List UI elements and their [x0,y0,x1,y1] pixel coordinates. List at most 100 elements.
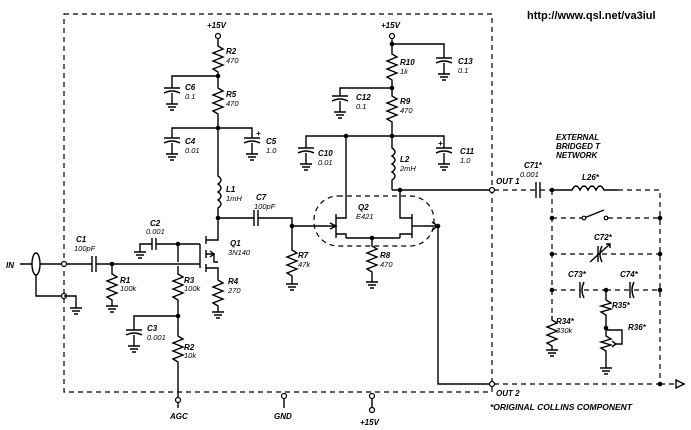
q2-package-outline [313,195,435,247]
q1-value: 3N140 [228,248,251,257]
gnd-terminal [280,392,288,400]
wire [258,217,324,227]
resistor-R1 [105,264,119,306]
ground-symbol [546,349,558,357]
footnote: *ORIGINAL COLLINS COMPONENT [490,402,633,412]
c11-value: 1.0 [460,156,471,165]
c6-value: 0.1 [185,92,195,101]
agc-label: AGC [169,412,188,421]
out2-terminal [488,380,496,388]
c5-plus: + [256,129,261,138]
r7-ref: R7 [298,251,309,260]
capacitor-C73 [579,281,585,299]
resistor-R2 [211,38,225,76]
wire [305,135,392,148]
resistor-R34 [545,316,559,350]
r8-value: 470 [380,260,393,269]
wire [339,87,392,96]
r5-value: 470 [226,99,239,108]
out2-label: OUT 2 [496,389,520,398]
capacitor-C4 [163,137,181,144]
ground-symbol [166,153,178,161]
module-enclosure [63,13,493,393]
ground-symbol [300,163,312,171]
resistor-R8 [365,238,379,282]
output-arrow [675,378,686,390]
ground-symbol [438,73,450,81]
r2b-value: 10k [184,351,197,360]
c4-ref: C4 [185,137,196,146]
c5-value: 1.0 [266,146,277,155]
network-title-line1: EXTERNAL [556,133,599,142]
input-label: IN [6,261,14,270]
inductor-L26 [552,185,618,192]
resistor-R10 [385,44,399,88]
ground-symbol [246,153,258,161]
q1-ref: Q1 [230,239,241,248]
r34-ref: R34* [556,317,575,326]
q2-ref: Q2 [358,203,369,212]
r5-ref: R5 [226,90,237,99]
inductor-L2 [390,136,396,190]
mosfet-Q1 [199,218,219,274]
c7-value: 100pF [254,202,276,211]
inductor-L1 [216,128,222,218]
r4-ref: R4 [228,277,239,286]
junction [657,251,663,257]
arrow [611,340,618,348]
ground-symbol [212,311,224,319]
jfet-pair-Q2 [324,204,424,239]
wire [392,135,445,148]
resistor-R2-10k [171,316,185,400]
r10-value: 1k [400,67,409,76]
c72-ref: C72* [594,233,613,242]
c6-ref: C6 [185,83,196,92]
capacitor-C71 [535,182,541,198]
ground-symbol [128,345,140,353]
resistor-R9 [385,88,399,136]
capacitor-C12 [331,95,349,102]
variable-capacitor-C72 [589,243,611,263]
l1-value: 1mH [226,194,242,203]
network-title-line3: NETWORK [556,151,599,160]
c5-ref: C5 [266,137,277,146]
arrow [431,221,440,231]
resistor-R7 [285,226,299,284]
c71-ref: C71* [524,161,543,170]
agc-terminal [174,396,182,404]
input-coax-connector [20,252,64,297]
junction [343,133,349,139]
potentiometer-R36 [598,328,623,368]
out1-label: OUT 1 [496,177,520,186]
c3-value: 0.001 [147,333,166,342]
resistor-R5 [211,76,225,128]
resistor-R4 [211,274,225,312]
c2-ref: C2 [150,219,161,228]
supply-right-label: +15V [381,21,401,30]
r9-ref: R9 [400,97,411,106]
switch [581,209,609,221]
c1-ref: C1 [76,235,87,244]
c3-ref: C3 [147,324,158,333]
capacitor-C6 [163,87,181,94]
r3-value: 100k [184,284,202,293]
capacitor-C2 [151,238,157,250]
r2-ref: R2 [226,47,237,56]
bottom-supply-pin [368,406,376,414]
r1-value: 100k [120,284,138,293]
junction [657,215,663,221]
c11-ref: C11 [460,147,475,156]
capacitor-C74 [629,281,635,299]
input-terminal [60,260,68,268]
dashed-wire [618,189,661,384]
r2b-ref: R2 [184,343,195,352]
c12-value: 0.1 [356,102,366,111]
c12-ref: C12 [356,93,371,102]
wire [171,127,218,138]
ground-symbol [438,163,450,171]
supply-left-terminal [214,32,222,40]
wire [139,243,152,252]
out1-terminal [488,186,496,194]
ground-symbol [286,283,298,291]
